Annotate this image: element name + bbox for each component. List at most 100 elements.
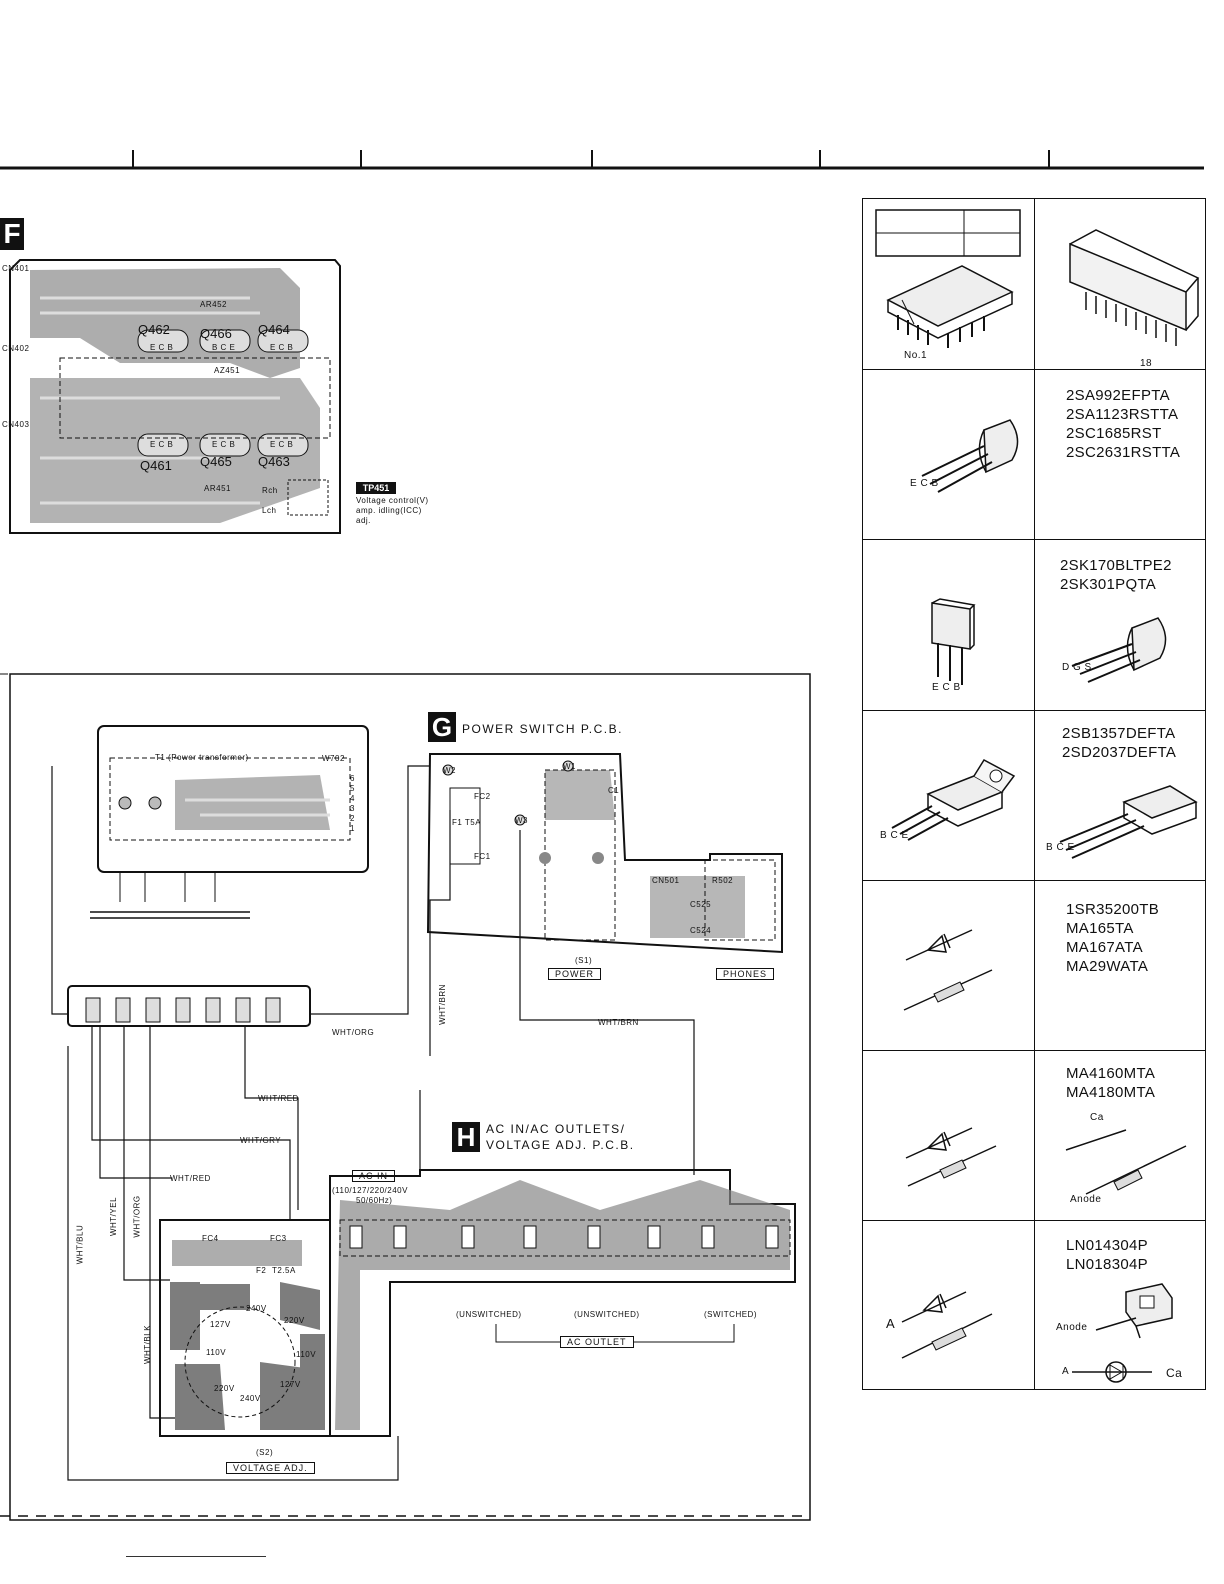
part-2sk170bltpe2: 2SK170BLTPE2 [1060,557,1172,574]
diode-a-label: A [886,1316,896,1331]
section-f-badge: F [0,218,24,250]
wire-wht-org-1: WHT/ORG [332,1028,375,1037]
zener-symbol-icon [905,1127,997,1187]
parts-table [862,198,1206,1390]
zener-body-icon [1065,1129,1187,1195]
section-h-badge: H [452,1122,480,1152]
cap-c1: C1 [608,786,620,795]
part-2sa992efpta: 2SA992EFPTA [1066,387,1170,404]
ic-pin18-label: 18 [1140,358,1153,369]
channel-rch: Rch [262,486,278,495]
resistor-ar451: AR451 [204,484,231,493]
tap-110v-left: 110V [206,1348,227,1357]
part-list-leds: LN014304P LN018304P [1066,1236,1148,1274]
part-ma167ata: MA167ATA [1066,939,1143,956]
transistor-to92-icon [921,419,1019,493]
connector-cn403: CN403 [2,420,30,429]
switch-s2: (S2) [256,1448,274,1457]
label-voltage-adj: VOLTAGE ADJ. [226,1462,315,1474]
fuse-t2-5a: T2.5A [272,1266,296,1275]
led-a-label: A [1062,1366,1070,1377]
cap-c524: C524 [690,926,712,935]
point-w1: W1 [563,762,576,771]
fet-upright-icon [931,598,976,685]
part-list-power-transistors: 2SB1357DEFTA 2SD2037DEFTA [1062,724,1176,762]
part-ma29wata: MA29WATA [1066,958,1149,975]
channel-lch: Lch [262,506,277,515]
section-h-title-2: VOLTAGE ADJ. P.C.B. [486,1138,635,1152]
pins-q461: E C B [150,440,174,449]
part-2sk301pqta: 2SK301PQTA [1060,576,1157,593]
part-2sc2631rsttta: 2SC2631RSTTA [1066,444,1181,461]
transistor-q461: Q461 [140,458,172,473]
diode-symbol-icon [903,929,993,1011]
tp-note-1: Voltage control(V) [356,496,429,505]
part-2sb1357defta: 2SB1357DEFTA [1062,725,1176,742]
ac-in-freq: 50/60Hz) [356,1196,393,1205]
wire-wht-gry: WHT/GRY [240,1136,282,1145]
transistor-q463: Q463 [258,454,290,469]
wire-wht-red-1: WHT/RED [258,1094,299,1103]
transistor-q464: Q464 [258,322,290,337]
power-transistor-right-pins: B C E [1046,842,1075,853]
part-ma4180mta: MA4180MTA [1066,1084,1156,1101]
part-2sa1123rsttta: 2SA1123RSTTA [1066,406,1179,423]
section-f-board [9,259,341,534]
part-list-fets: 2SK170BLTPE2 2SK301PQTA [1060,556,1172,594]
switch-s1: (S1) [575,956,593,965]
label-power: POWER [548,968,602,980]
part-ma4160mta: MA4160MTA [1066,1065,1156,1082]
tap-240v-top: 240V [246,1304,267,1313]
led-anode-label: Anode [1056,1322,1088,1333]
wire-wht-yel: WHT/YEL [109,1196,119,1237]
wire-wht-red-2: WHT/RED [170,1174,211,1183]
section-g-title: POWER SWITCH P.C.B. [462,722,623,736]
outlet-mode-2: (UNSWITCHED) [574,1310,640,1319]
transistor-q462: Q462 [138,322,170,337]
diode-a-icon [901,1291,993,1359]
transistor-q465: Q465 [200,454,232,469]
power-transistor-left-icon [891,759,1016,841]
point-w2: W2 [443,766,456,775]
schematic-frame [0,673,811,1521]
ac-in-spec: (110/127/220/240V [332,1186,408,1195]
fet-to92-icon [1071,617,1167,683]
resistor-r502: R502 [712,876,734,885]
point-w3: W3 [515,816,528,825]
tap-220v-bottom: 220V [214,1384,235,1393]
pins-q463: E C B [270,440,294,449]
pins-q462: E C B [150,343,174,352]
label-phones: PHONES [716,968,775,980]
ic-pin1-label: No.1 [904,350,928,361]
section-h-title-1: AC IN/AC OUTLETS/ [486,1122,626,1136]
transformer-pin-5: 5 [350,784,355,793]
fuse-fc1: FC1 [474,852,491,861]
connector-cn401: CN401 [2,264,30,273]
to92-pins-label: E C B [910,478,939,489]
ic-dip-icon [875,209,1021,348]
wire-wht-brn-2: WHT/BRN [598,1018,639,1027]
fuse-f2: F2 [256,1266,267,1275]
part-ln014304p: LN014304P [1066,1237,1148,1254]
transformer-pin-1: 1 [350,824,355,833]
part-list-transistors-1: 2SA992EFPTA 2SA1123RSTTA 2SC1685RST 2SC2… [1066,386,1180,462]
fuse-fc3: FC3 [270,1234,287,1243]
cap-c525: C525 [690,900,712,909]
transformer-pin-4: 4 [350,794,355,803]
part-1sr35200tb: 1SR35200TB [1066,901,1160,918]
fet-to92-pins: D G S [1062,662,1092,673]
test-point-tp451: TP451 [356,482,396,494]
part-2sd2037defta: 2SD2037DEFTA [1062,744,1177,761]
connector-cn501: CN501 [652,876,680,885]
outlet-mode-1: (UNSWITCHED) [456,1310,522,1319]
resistor-az451: AZ451 [214,366,241,375]
fuse-fc2: FC2 [474,792,491,801]
label-ac-in: AC IN [352,1170,396,1182]
tp-note-2: amp. idling(ICC) [356,506,422,515]
connector-cn402: CN402 [2,344,30,353]
resistor-ar452: AR452 [200,300,227,309]
pins-q465: E C B [212,440,236,449]
tap-220v-top: 220V [284,1316,305,1325]
transformer-pin-2: 2 [350,814,355,823]
part-ln018304p: LN018304P [1066,1256,1148,1273]
